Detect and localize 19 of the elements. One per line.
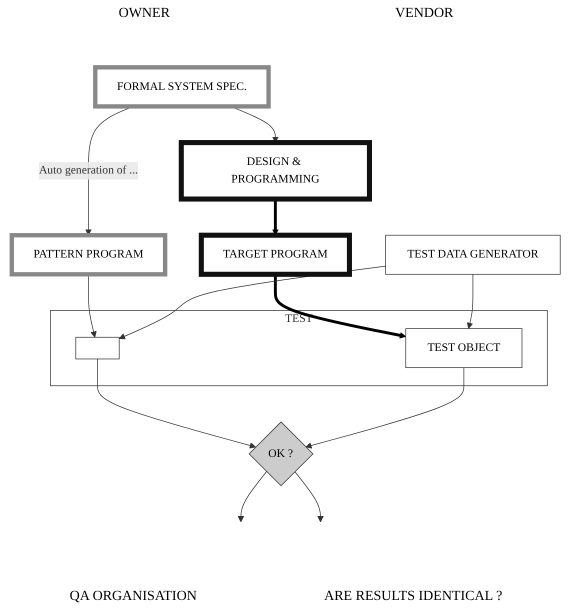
arrow: [294, 471, 324, 522]
node-box: TARGET PROGRAM: [198, 232, 352, 277]
node-box: FORMAL SYSTEM SPEC.: [93, 65, 271, 109]
node-box: TEST DATA GENERATOR: [385, 234, 561, 275]
label-text: VENDOR: [395, 6, 454, 22]
edge-label: Auto generation of ...: [38, 164, 138, 177]
node-box: DESIGN & PROGRAMMING: [178, 140, 372, 202]
node-diamond: OK ?: [248, 421, 314, 486]
arrow: [272, 199, 279, 236]
node-box: PATTERN PROGRAM: [10, 233, 168, 276]
label-text: QA ORGANISATION: [70, 589, 197, 605]
label-text: ARE RESULTS IDENTICAL ?: [324, 589, 502, 605]
arrow: [466, 274, 474, 329]
arrow: [238, 471, 267, 522]
node-box: [75, 336, 120, 360]
arrow: [97, 358, 256, 449]
arrow: [305, 367, 464, 449]
node-box: TEST OBJECT: [405, 328, 522, 368]
label-text: OWNER: [118, 6, 170, 22]
